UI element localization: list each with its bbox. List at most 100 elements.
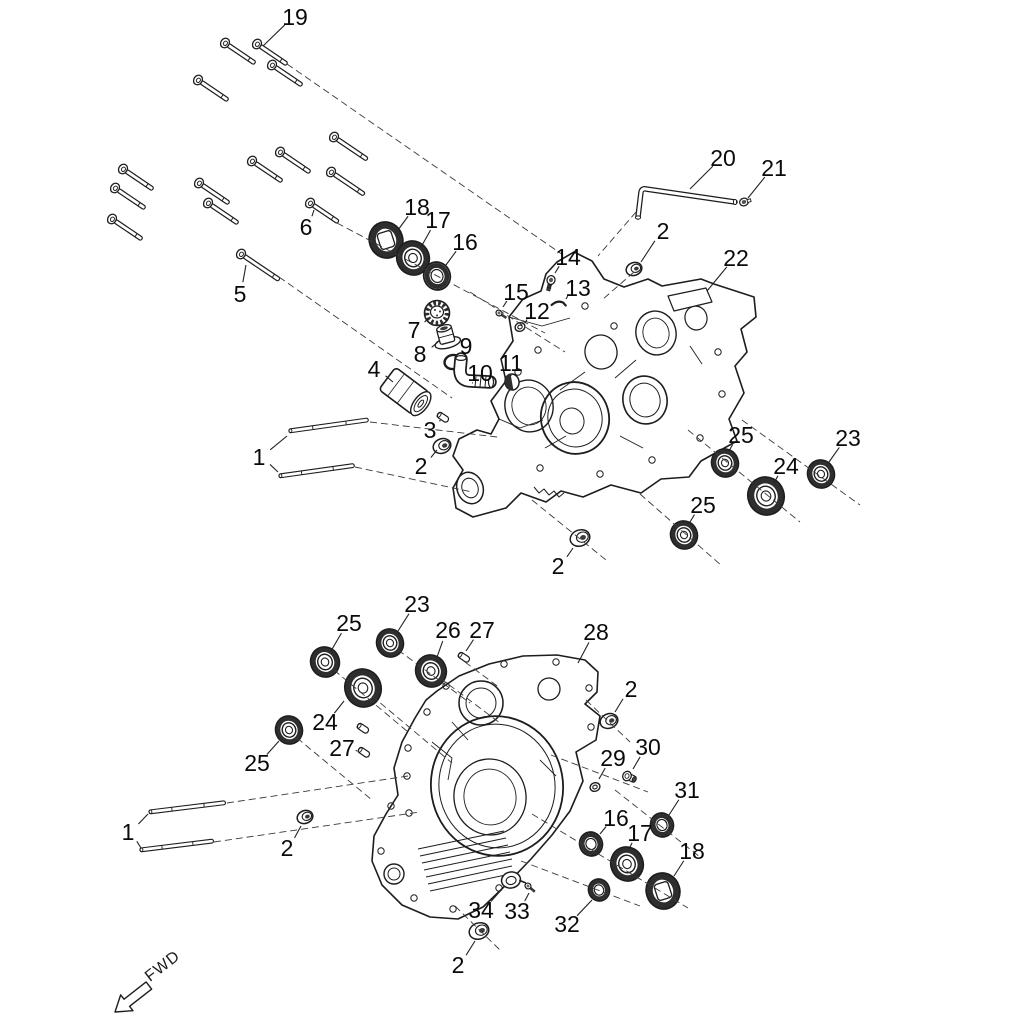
dowel-27-a [457, 651, 471, 663]
callout-13-12: 13 [565, 275, 591, 301]
axis-line-16 [371, 695, 453, 764]
bolt-6 [304, 197, 340, 224]
plug-2-c [569, 528, 591, 548]
callout-1-21: 1 [253, 444, 266, 470]
leader-line-20-1 [689, 165, 714, 190]
bearing-25-d [274, 715, 304, 745]
callout-17-41: 17 [627, 820, 653, 846]
leader-line-18-4 [397, 215, 409, 231]
bolt-19-11 [117, 163, 154, 191]
callout-25-29: 25 [336, 610, 362, 636]
leader-line-14-7 [554, 266, 560, 274]
axis-line-15 [439, 677, 501, 724]
leader-line-8-15 [431, 341, 439, 348]
bolt-19-3 [266, 59, 303, 87]
callout-18-4: 18 [404, 194, 430, 220]
leader-line-15-11 [502, 300, 508, 308]
leader-line-16-6 [445, 250, 457, 266]
plug-30 [622, 770, 637, 783]
clip-13 [550, 300, 567, 307]
callout-11-19: 11 [499, 350, 523, 376]
leader-line-1-21 [269, 435, 288, 451]
callout-14-7: 14 [555, 244, 581, 270]
oil-filter-4 [379, 367, 432, 417]
leader-line-16-40 [599, 826, 607, 835]
callout-1-43: 1 [122, 819, 135, 845]
leader-line-22-9 [706, 266, 728, 292]
leader-line-5-10 [242, 264, 247, 283]
axis-line-23 [614, 789, 701, 858]
callout-2-44: 2 [281, 835, 294, 861]
callout-24-34: 24 [312, 709, 338, 735]
bearing-26 [414, 654, 448, 688]
bolt-19-9 [193, 177, 230, 205]
dowel-27-b [356, 722, 370, 734]
leader-line-32-47 [576, 899, 593, 917]
callout-27-35: 27 [329, 735, 355, 761]
fwd-label: FWD [142, 948, 184, 986]
callout-10-18: 10 [467, 360, 493, 386]
callout-15-11: 15 [503, 279, 529, 305]
seal-31 [649, 812, 675, 838]
callout-27-31: 27 [469, 617, 495, 643]
leader-line-2-48 [465, 940, 476, 956]
cover-18-upper [368, 221, 404, 259]
leader-line-33-46 [524, 892, 530, 902]
dowel-3 [436, 411, 450, 423]
bolt-19-7 [328, 131, 369, 161]
fwd-arrow: FWD [114, 948, 184, 1013]
plug-11 [504, 373, 520, 391]
leader-line-18-42 [673, 860, 685, 877]
callout-22-9: 22 [723, 245, 749, 271]
callout-21-2: 21 [761, 155, 787, 181]
callout-26-30: 26 [435, 617, 461, 643]
callout-12-13: 12 [524, 298, 550, 324]
leader-line-17-41 [628, 842, 633, 850]
cap-7 [423, 299, 451, 327]
callout-7-14: 7 [408, 317, 421, 343]
leader-line-13-12 [565, 295, 569, 300]
neck-8 [434, 323, 462, 350]
callout-25-23: 25 [728, 422, 754, 448]
leader-line-23-28 [397, 613, 410, 632]
bearing-25-b [669, 520, 699, 550]
leader-line-28-32 [577, 642, 590, 664]
callout-18-42: 18 [679, 838, 705, 864]
leader-line-2-33 [614, 698, 624, 713]
bearing-24-b [343, 668, 383, 708]
axis-line-0 [286, 63, 564, 256]
axis-line-13 [213, 811, 421, 843]
leader-line-2-27 [566, 547, 574, 558]
stud-1-b [278, 463, 355, 479]
plug-2-e [468, 921, 490, 941]
leader-line-29-37 [598, 767, 606, 780]
breather-pipe-20 [634, 186, 738, 220]
axis-line-7 [601, 271, 635, 301]
leader-line-4-17 [385, 375, 394, 383]
nut-21 [738, 197, 752, 207]
callout-23-28: 23 [404, 591, 430, 617]
plug-2-b [625, 261, 643, 277]
callout-34-45: 34 [468, 897, 494, 923]
clamp-34 [500, 871, 527, 889]
leader-line-2-22 [430, 449, 438, 458]
callout-2-27: 2 [552, 553, 565, 579]
bearing-23-b [375, 628, 405, 658]
callout-5-10: 5 [234, 281, 247, 307]
callout-23-24: 23 [835, 425, 861, 451]
callout-25-26: 25 [690, 492, 716, 518]
leader-line-9-16 [455, 355, 458, 359]
stud-1-c [148, 800, 226, 815]
axis-line-14 [397, 649, 471, 704]
callout-4-17: 4 [368, 356, 381, 382]
bolt-19-12 [109, 182, 146, 210]
bolt-19-4 [192, 74, 229, 102]
bolt-19-2 [251, 38, 288, 66]
seal-16-lower [578, 831, 604, 857]
bearing-17-lower [609, 846, 645, 882]
leader-line-27-31 [465, 639, 474, 652]
bolt-19-13 [106, 213, 143, 241]
crankcase-half-left-28 [371, 654, 601, 920]
axis-line-9 [741, 419, 861, 506]
